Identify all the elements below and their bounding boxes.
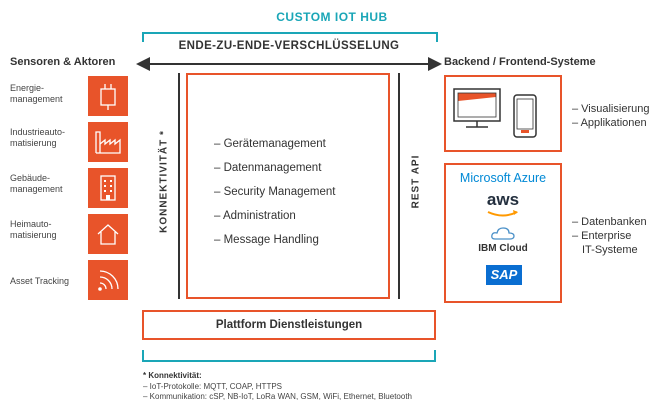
hub-title: CUSTOM IOT HUB: [276, 10, 388, 24]
sensor-label-asset-tracking: Asset Tracking: [10, 276, 70, 286]
core-item-security-management: – Security Management: [214, 186, 336, 198]
core-item-data-management: – Datenmanagement: [214, 162, 322, 174]
hub-frame-bottom-right: [434, 350, 436, 362]
footnote-line-protocols: – IoT-Protokolle: MQTT, COAP, HTTPS: [143, 381, 282, 391]
sensor-label-industry: Industrieauto- matisierung: [10, 127, 66, 148]
hub-frame-top: [142, 32, 436, 34]
sensor-label-building: Gebäude- management: [10, 173, 63, 194]
konnektivitaet-divider: [178, 73, 180, 299]
platform-services-box: Plattform Dienstleistungen: [142, 310, 436, 340]
e2e-arrow-line: [148, 63, 430, 65]
building-icon: [100, 175, 116, 201]
arrow-left-icon: [136, 57, 150, 71]
plug-icon: [100, 84, 116, 110]
cloud-providers-box: Microsoft Azure aws IBM Cloud SAP: [444, 163, 562, 303]
sensor-box-industry: [88, 122, 128, 162]
frontend-devices-box: [444, 75, 562, 152]
core-functions-list: – Gerätemanagement – Datenmanagement – S…: [214, 132, 335, 252]
factory-icon: [95, 131, 121, 154]
ibm-logo-text: IBM: [478, 243, 497, 254]
hub-frame-top-sides: [142, 32, 438, 42]
sensor-label-home: Heimauto- matisierung: [10, 219, 57, 240]
core-item-device-management: – Gerätemanagement: [214, 138, 326, 150]
rest-api-label: REST API: [410, 154, 422, 209]
konnektivitaet-label: KONNEKTIVITÄT *: [158, 130, 170, 233]
e2e-encryption-label: ENDE-ZU-ENDE-VERSCHLÜSSELUNG: [178, 40, 400, 52]
sensor-box-energy: [88, 76, 128, 116]
backend-items: – Datenbanken – Enterprise IT-Systeme: [572, 215, 647, 257]
hub-frame-bottom-left: [142, 350, 144, 362]
core-functions-box: [186, 73, 390, 299]
rest-api-divider: [398, 73, 400, 299]
frontend-item-applikationen: – Applikationen: [572, 117, 647, 129]
sensor-box-asset-tracking: [88, 260, 128, 300]
aws-logo: aws: [486, 190, 520, 209]
signal-icon: [98, 270, 119, 291]
footnote: * Konnektivität: – IoT-Protokolle: MQTT,…: [143, 371, 412, 403]
core-item-message-handling: – Message Handling: [214, 234, 319, 246]
aws-smile-icon: [487, 210, 518, 217]
sap-logo: SAP: [490, 267, 518, 282]
ibm-cloud-icon: [491, 227, 515, 240]
backend-item-enterprise: – Enterprise: [572, 230, 632, 242]
backend-item-it-systeme: IT-Systeme: [582, 244, 638, 256]
ibm-cloud-logo: IBM Cloud: [446, 243, 560, 254]
footnote-heading: * Konnektivität:: [143, 371, 202, 380]
frontend-items: – Visualisierung – Applikationen: [572, 102, 649, 130]
sensor-box-building: [88, 168, 128, 208]
cloud-logo-text: Cloud: [499, 243, 528, 254]
house-icon: [97, 224, 119, 245]
monitor-phone-icon: [453, 88, 537, 138]
frontend-item-visualisierung: – Visualisierung: [572, 103, 650, 115]
left-heading: Sensoren & Aktoren: [10, 56, 116, 68]
core-item-administration: – Administration: [214, 210, 296, 222]
hub-frame-bottom: [142, 360, 436, 362]
azure-logo: Microsoft Azure: [459, 171, 547, 185]
right-heading: Backend / Frontend-Systeme: [444, 56, 596, 68]
sensor-box-home: [88, 214, 128, 254]
sap-logo-bg: SAP: [486, 265, 522, 285]
sensor-label-energy: Energie- management: [10, 83, 63, 104]
arrow-right-icon: [428, 57, 442, 71]
footnote-line-communication: – Kommunikation: cSP, NB-IoT, LoRa WAN, …: [143, 392, 412, 401]
backend-item-datenbanken: – Datenbanken: [572, 216, 647, 228]
